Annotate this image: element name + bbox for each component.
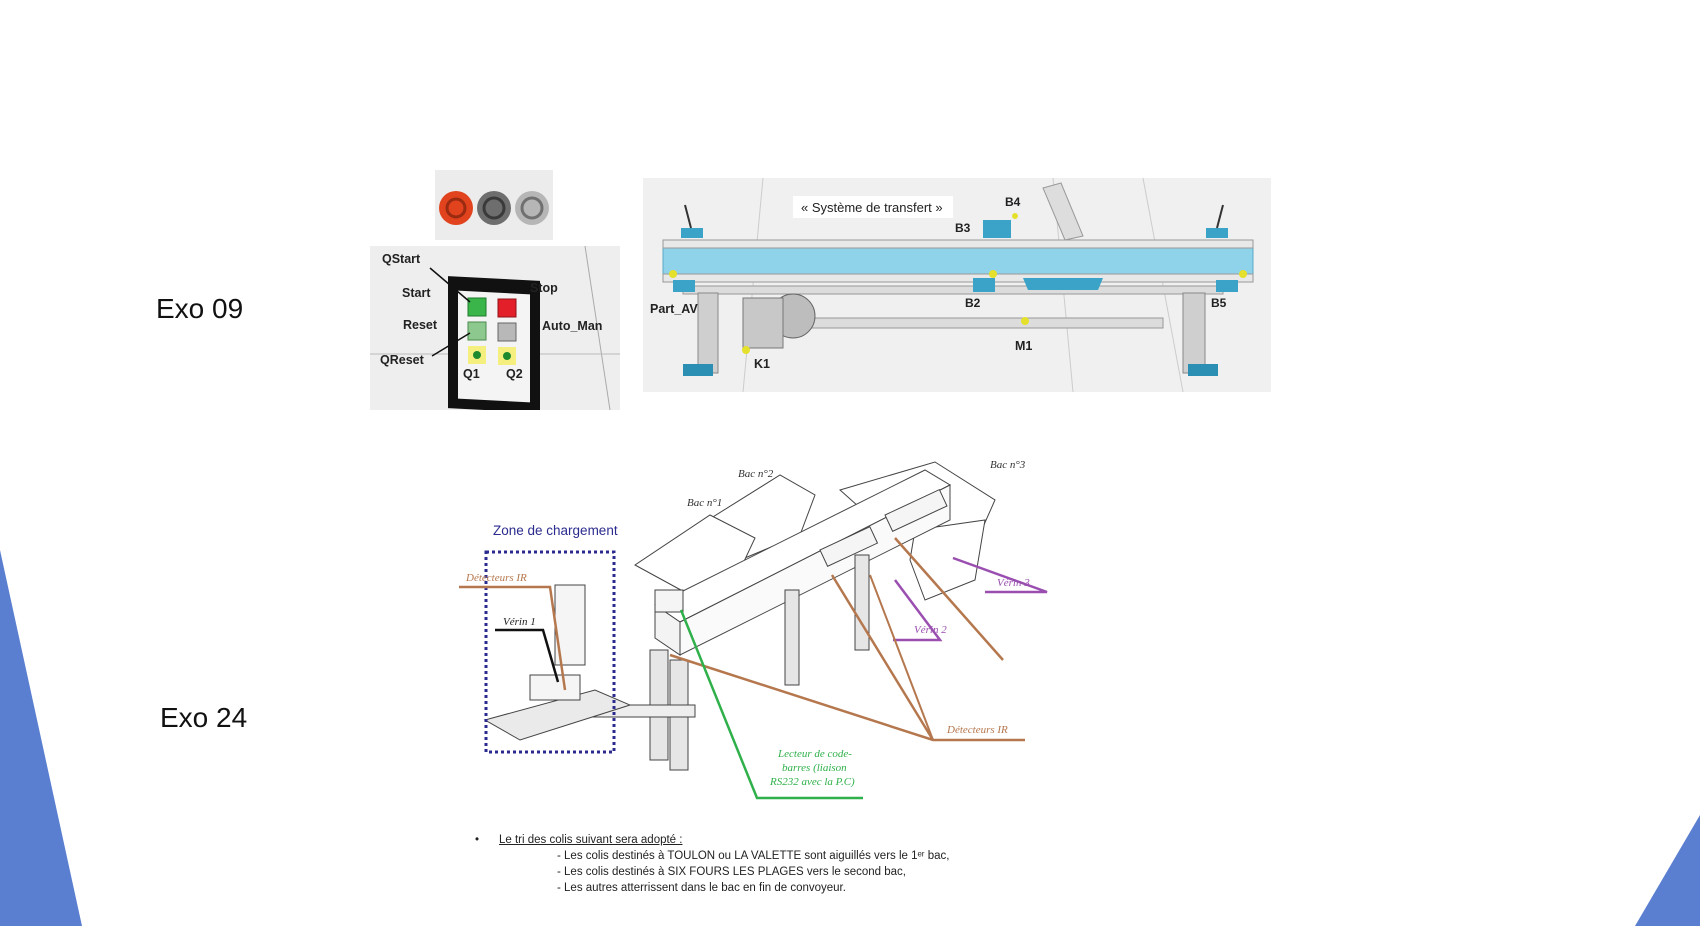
lecteur-label-2: barres (liaison [782, 762, 847, 774]
auto-man-switch [497, 322, 517, 342]
rule-item: - Les colis destinés à TOULON ou LA VALE… [557, 850, 950, 862]
detecteurs-ir-left-label: Détecteurs IR [465, 572, 527, 584]
rule-item: - Les autres atterrissent dans le bac en… [557, 882, 846, 894]
start-label: Start [402, 286, 431, 300]
bac1-label: Bac n°1 [687, 497, 722, 509]
rules-heading: Le tri des colis suivant sera adopté : [499, 834, 683, 846]
detecteurs-ir-right-label: Détecteurs IR [946, 724, 1008, 736]
reset-button [467, 321, 487, 341]
verin2-label: Vérin 2 [914, 624, 947, 636]
decor-right-triangle [1635, 815, 1700, 926]
part-av-label: Part_AV [650, 302, 698, 316]
b3-label: B3 [955, 221, 971, 235]
k1-label: K1 [754, 357, 770, 371]
rules-bullet: • [475, 834, 480, 846]
dark-button-icon [477, 191, 511, 225]
conveyor-figure: « Système de transfert » B4 B3 B2 B5 Par… [643, 178, 1271, 392]
reset-label: Reset [403, 318, 438, 332]
qreset-label: QReset [380, 353, 425, 367]
conveyor-title: « Système de transfert » [801, 200, 943, 215]
sorting-figure: Zone de chargement Bac n°1 Bac n°2 Bac n… [459, 459, 1048, 800]
q1-label: Q1 [463, 367, 480, 381]
b5-label: B5 [1211, 296, 1227, 310]
lecteur-label-3: RS232 avec la P.C) [769, 776, 855, 788]
exo09-label: Exo 09 [156, 293, 244, 324]
conveyor-background [643, 178, 1271, 392]
sorting-rules: • Le tri des colis suivant sera adopté :… [475, 832, 949, 896]
verin1-label: Vérin 1 [503, 616, 536, 628]
bac2-label: Bac n°2 [738, 468, 774, 480]
b4-label: B4 [1005, 195, 1021, 209]
bac3-label: Bac n°3 [990, 459, 1026, 471]
control-panel-figure: QStart Start Reset QReset Stop Auto_Man … [370, 170, 620, 410]
auto-man-label: Auto_Man [542, 319, 602, 333]
decor-left-triangle [0, 550, 82, 926]
b2-label: B2 [965, 296, 981, 310]
conveyor-belt [662, 247, 1254, 275]
exo24-label: Exo 24 [160, 702, 248, 733]
lecteur-label-1: Lecteur de code- [777, 748, 852, 760]
rule-item: - Les colis destinés à SIX FOURS LES PLA… [557, 866, 906, 878]
m1-label: M1 [1015, 339, 1032, 353]
zone-label: Zone de chargement [493, 523, 618, 538]
q2-label: Q2 [506, 367, 523, 381]
verin3-label: Vérin 3 [997, 577, 1030, 589]
stop-button [497, 298, 517, 318]
qstart-label: QStart [382, 252, 421, 266]
loading-zone-box [484, 550, 616, 754]
start-button [467, 297, 487, 317]
stop-label: Stop [530, 281, 558, 295]
red-button-icon [439, 191, 473, 225]
grey-button-icon [515, 191, 549, 225]
